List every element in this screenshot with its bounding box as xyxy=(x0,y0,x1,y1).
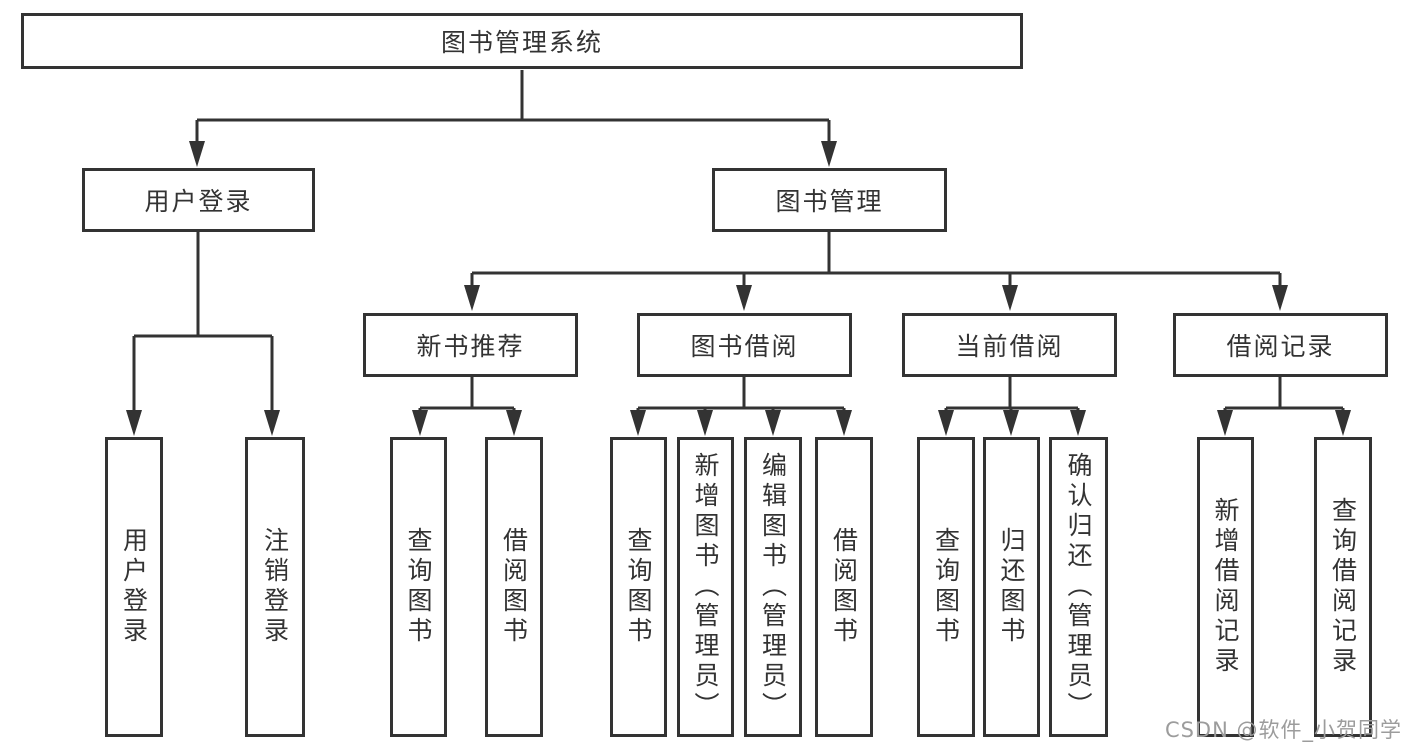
node-label: 当前借阅 xyxy=(955,332,1064,361)
leaf-label: 用户登录 xyxy=(119,527,149,647)
leaf-add-borrow-record: 新增借阅记录 xyxy=(1197,437,1254,737)
leaf-borrow-books: 借阅图书 xyxy=(815,437,873,737)
node-label: 用户登录 xyxy=(144,187,253,216)
leaf-return-books: 归还图书 xyxy=(983,437,1040,737)
leaf-label: 查询借阅记录 xyxy=(1328,497,1358,677)
leaf-label: 新增图书（管理员） xyxy=(691,452,720,722)
leaf-label: 查询图书 xyxy=(624,527,653,647)
node-label: 图书管理系统 xyxy=(440,28,603,57)
csdn-watermark: CSDN @软件_小贺同学 xyxy=(1164,718,1402,742)
node-current-borrow: 当前借阅 xyxy=(902,313,1117,377)
node-label: 借阅记录 xyxy=(1226,332,1335,361)
leaf-query-borrow-record: 查询借阅记录 xyxy=(1314,437,1372,737)
leaf-label: 新增借阅记录 xyxy=(1211,497,1240,677)
leaf-query-books-recommend: 查询图书 xyxy=(390,437,447,737)
leaf-label: 借阅图书 xyxy=(499,527,529,647)
leaf-edit-books-admin: 编辑图书（管理员） xyxy=(744,437,802,737)
leaf-label: 查询图书 xyxy=(404,527,433,647)
node-book-borrow: 图书借阅 xyxy=(637,313,852,377)
leaf-label: 归还图书 xyxy=(997,527,1026,647)
leaf-borrow-books-recommend: 借阅图书 xyxy=(485,437,543,737)
node-user-login: 用户登录 xyxy=(82,168,315,232)
node-label: 新书推荐 xyxy=(416,332,525,361)
leaf-logout: 注销登录 xyxy=(245,437,305,737)
leaf-add-books-admin: 新增图书（管理员） xyxy=(677,437,734,737)
node-label: 图书管理 xyxy=(775,187,884,216)
node-book-management: 图书管理 xyxy=(712,168,947,232)
node-label: 图书借阅 xyxy=(690,332,799,361)
node-new-book-recommend: 新书推荐 xyxy=(363,313,578,377)
leaf-label: 注销登录 xyxy=(260,527,290,647)
node-library-management-system: 图书管理系统 xyxy=(21,13,1023,69)
leaf-label: 查询图书 xyxy=(931,527,961,647)
node-borrow-records: 借阅记录 xyxy=(1173,313,1388,377)
leaf-label: 借阅图书 xyxy=(829,527,859,647)
leaf-query-books-borrow: 查询图书 xyxy=(610,437,667,737)
leaf-label: 确认归还（管理员） xyxy=(1064,452,1093,722)
leaf-user-login: 用户登录 xyxy=(105,437,163,737)
leaf-confirm-return-admin: 确认归还（管理员） xyxy=(1049,437,1108,737)
leaf-label: 编辑图书（管理员） xyxy=(758,452,788,722)
connector-arrowheads xyxy=(126,141,1351,436)
leaf-query-books-current: 查询图书 xyxy=(917,437,975,737)
